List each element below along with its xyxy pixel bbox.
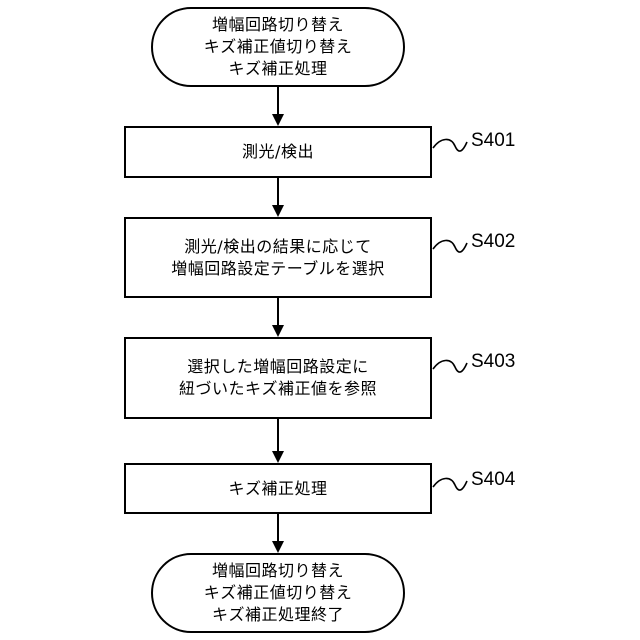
arrowhead-s404-to-end	[272, 541, 284, 553]
step-s402-line-2: 増幅回路設定テーブルを選択	[171, 258, 385, 280]
arrowhead-start-to-s401	[272, 114, 284, 126]
end-line-3: キズ補正処理終了	[212, 604, 344, 626]
arrowhead-s401-to-s402	[272, 205, 284, 217]
step-s402-label: S402	[471, 231, 515, 253]
step-s401-label: S401	[471, 130, 515, 152]
step-s401-box: 測光/検出	[124, 126, 432, 178]
step-s404-label: S404	[471, 469, 515, 491]
start-line-3: キズ補正処理	[228, 58, 327, 80]
step-s403-line-2: 紐づいたキズ補正値を参照	[179, 378, 377, 400]
start-terminal: 増幅回路切り替え キズ補正値切り替え キズ補正処理	[151, 7, 405, 87]
end-line-2: キズ補正値切り替え	[204, 582, 353, 604]
arrowhead-s403-to-s404	[272, 451, 284, 463]
leader-s402	[433, 240, 467, 252]
end-line-1: 増幅回路切り替え	[212, 560, 344, 582]
step-s404-box: キズ補正処理	[124, 463, 432, 514]
step-s403-line-1: 選択した増幅回路設定に	[187, 356, 369, 378]
step-s402-box: 測光/検出の結果に応じて 増幅回路設定テーブルを選択	[124, 217, 432, 298]
start-line-1: 増幅回路切り替え	[212, 14, 344, 36]
leader-s403	[433, 360, 467, 372]
step-s404-text: キズ補正処理	[228, 478, 327, 500]
step-s403-label: S403	[471, 351, 515, 373]
step-s402-line-1: 測光/検出の結果に応じて	[184, 236, 371, 258]
arrowhead-s402-to-s403	[272, 325, 284, 337]
step-s401-text: 測光/検出	[242, 141, 314, 163]
step-s403-box: 選択した増幅回路設定に 紐づいたキズ補正値を参照	[124, 337, 432, 419]
end-terminal: 増幅回路切り替え キズ補正値切り替え キズ補正処理終了	[151, 553, 405, 633]
start-line-2: キズ補正値切り替え	[204, 36, 353, 58]
leader-s401	[433, 139, 467, 151]
leader-s404	[433, 478, 467, 490]
